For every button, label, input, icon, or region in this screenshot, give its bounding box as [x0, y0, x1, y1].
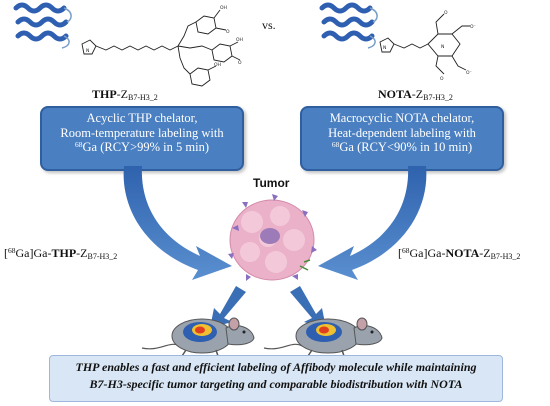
svg-text:O: O — [440, 76, 444, 82]
svg-text:OH: OH — [236, 37, 243, 43]
conclusion-line-1: THP enables a fast and efficient labelin… — [75, 360, 477, 374]
nota-box-line-2: Heat-dependent labeling with — [328, 125, 476, 140]
right-protein-icon — [319, 2, 378, 49]
thp-chelator-structure: OH O OH O OH N — [81, 5, 243, 87]
thp-box-line-1: Acyclic THP chelator, — [86, 111, 198, 125]
nota-box-line-1: Macrocyclic NOTA chelator, — [329, 111, 475, 125]
left-protein-icon — [13, 2, 72, 49]
svg-text:OH: OH — [214, 62, 221, 68]
svg-text:O: O — [238, 60, 242, 66]
left-curved-arrow — [123, 166, 232, 280]
nota-box-line-3: 68Ga (RCY<90% in 10 min) — [331, 140, 473, 154]
svg-text:N: N — [441, 44, 444, 50]
tumor-cell-icon — [228, 194, 317, 281]
thp-property-box: Acyclic THP chelator, Room-temperature l… — [40, 106, 244, 171]
conclusion-box: THP enables a fast and efficient labelin… — [49, 355, 503, 402]
right-compound-label: NOTA-ZB7-H3_2 — [378, 87, 453, 102]
left-tracer-label: [68Ga]Ga-THP-ZB7-H3_2 — [4, 246, 118, 261]
tumor-label: Tumor — [253, 176, 290, 190]
conclusion-line-2: B7-H3-specific tumor targeting and compa… — [89, 377, 463, 391]
left-mouse-image — [141, 317, 255, 357]
nota-property-box: Macrocyclic NOTA chelator, Heat-dependen… — [300, 106, 504, 171]
right-mouse-image — [263, 317, 383, 357]
right-curved-arrow — [318, 166, 427, 280]
svg-text:O: O — [444, 10, 448, 16]
nota-chelator-structure: O O⁻ O⁻ O N N — [379, 10, 477, 82]
right-down-arrow — [290, 286, 326, 328]
svg-text:N: N — [86, 48, 89, 54]
vs-label: vs. — [262, 18, 276, 32]
svg-text:O: O — [226, 29, 230, 35]
left-down-arrow — [210, 286, 246, 328]
thp-box-line-2: Room-temperature labeling with — [60, 125, 224, 140]
svg-text:OH: OH — [220, 5, 227, 11]
thp-box-line-3: 68Ga (RCY>99% in 5 min) — [75, 140, 209, 154]
right-tracer-label: [68Ga]Ga-NOTA-ZB7-H3_2 — [398, 246, 521, 261]
left-compound-label: THP-ZB7-H3_2 — [92, 87, 158, 102]
svg-text:O⁻: O⁻ — [466, 70, 473, 76]
svg-text:O⁻: O⁻ — [470, 24, 477, 30]
svg-text:N: N — [383, 45, 386, 51]
